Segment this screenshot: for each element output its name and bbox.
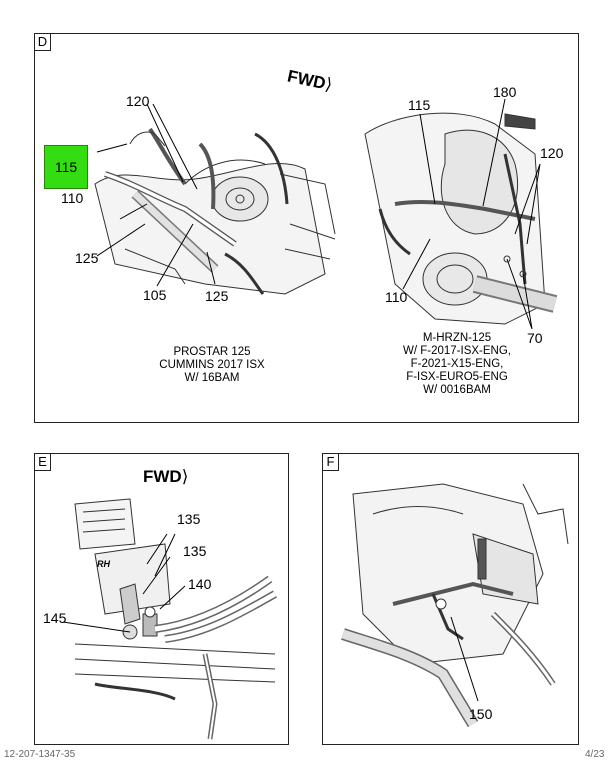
callout-145: 145	[43, 610, 67, 626]
engine-illustration-d	[94, 98, 558, 330]
callout-125-left: 125	[75, 250, 99, 266]
caption-left: PROSTAR 125 CUMMINS 2017 ISX W/ 16BAM	[159, 346, 265, 384]
callout-180-right: 180	[493, 84, 517, 100]
callout-110-right: 110	[385, 289, 408, 305]
panel-label-f: F	[323, 454, 339, 471]
callout-150: 150	[469, 706, 493, 722]
callout-70-right: 70	[527, 330, 543, 346]
panel-d: D	[34, 33, 579, 423]
footer-page: 4/23	[585, 749, 605, 760]
panel-f: F 150	[322, 453, 579, 745]
callout-140: 140	[188, 576, 212, 592]
caption-right: M-HRZN-125 W/ F-2017-ISX-ENG, F-2021-X15…	[403, 332, 511, 396]
panel-e: E FWD⟩ RH 135 135 140	[34, 453, 289, 745]
callout-115-right: 115	[408, 97, 431, 113]
callout-125-bottom: 125	[205, 288, 229, 304]
callout-120-left: 120	[126, 93, 150, 109]
callout-120-right: 120	[540, 145, 564, 161]
panel-label-e: E	[35, 454, 51, 471]
forward-indicator-e: FWD⟩	[143, 467, 189, 486]
highlighted-callout-115[interactable]: 115	[44, 145, 88, 189]
rh-marking: RH	[97, 559, 110, 569]
footer-document-number: 12-207-1347-35	[4, 749, 76, 760]
panel-label-d: D	[35, 34, 51, 51]
callout-105-left: 105	[143, 287, 167, 303]
engine-illustration-e	[62, 498, 277, 740]
callout-135-middle: 135	[183, 543, 207, 559]
callout-110-left: 110	[61, 190, 84, 206]
callout-135-top: 135	[177, 511, 201, 527]
engine-illustration-f	[341, 483, 569, 728]
